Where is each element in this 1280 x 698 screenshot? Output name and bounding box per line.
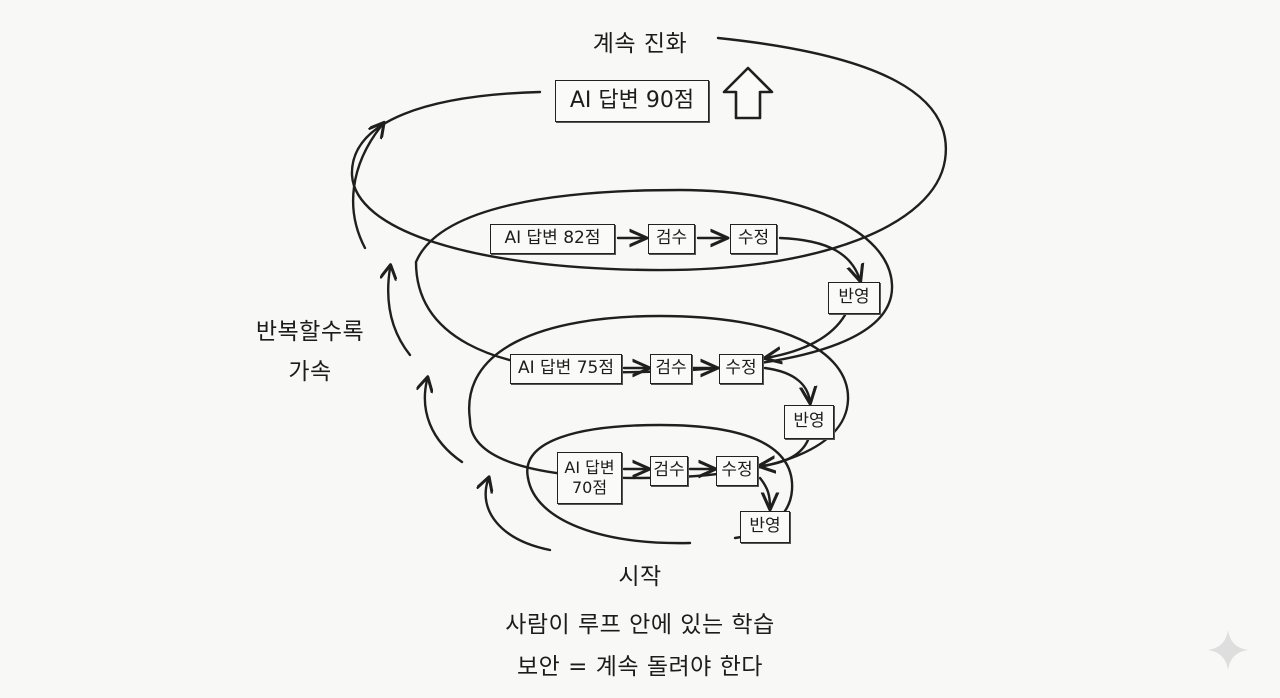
caption-line2: 보안 = 계속 돌려야 한다 (517, 654, 763, 680)
apply-box-l1: 반영 (740, 511, 790, 543)
arrow-l3-edit-apply (778, 236, 860, 280)
answer-75-box: AI 답변 75점 (510, 354, 622, 384)
up-arrow-icon (722, 66, 774, 120)
evolution-label: 계속 진화 (592, 31, 688, 57)
spiral-loop-3 (414, 188, 894, 374)
spiral-loop-1-bottom (526, 476, 692, 545)
acceleration-label-line2: 가속 (288, 359, 332, 385)
answer-82-box: AI 답변 82점 (490, 224, 615, 254)
accel-arrow-4 (351, 125, 382, 250)
arrow-l2-apply-l1 (760, 438, 810, 466)
edit-box-l3: 수정 (730, 224, 777, 254)
acceleration-label-line1: 반복할수록 (255, 319, 365, 345)
caption-line1: 사람이 루프 안에 있는 학습 (505, 612, 775, 638)
arrow-l3-apply-l2 (766, 313, 847, 358)
accel-arrow-3 (388, 268, 412, 357)
start-label: 시작 (618, 564, 662, 590)
review-box-l3: 검수 (648, 224, 695, 254)
spiral-loop-2 (467, 314, 850, 480)
review-box-l2: 검수 (650, 354, 692, 384)
answer-70-box: AI 답변 70점 (557, 452, 622, 504)
answer-90-box: AI 답변 90점 (555, 80, 709, 122)
apply-box-l3: 반영 (828, 282, 880, 314)
accel-arrow-2 (425, 380, 464, 464)
arrow-l2-edit-apply (763, 366, 810, 402)
arrow-l1-edit-apply (758, 476, 770, 508)
review-box-l1: 검수 (650, 456, 688, 486)
edit-box-l1: 수정 (716, 456, 758, 486)
accel-arrow-1 (486, 480, 552, 552)
edit-box-l2: 수정 (719, 354, 763, 384)
apply-box-l2: 반영 (784, 405, 834, 439)
spiral-loop-top (350, 36, 948, 272)
sparkle-icon (1208, 630, 1248, 670)
